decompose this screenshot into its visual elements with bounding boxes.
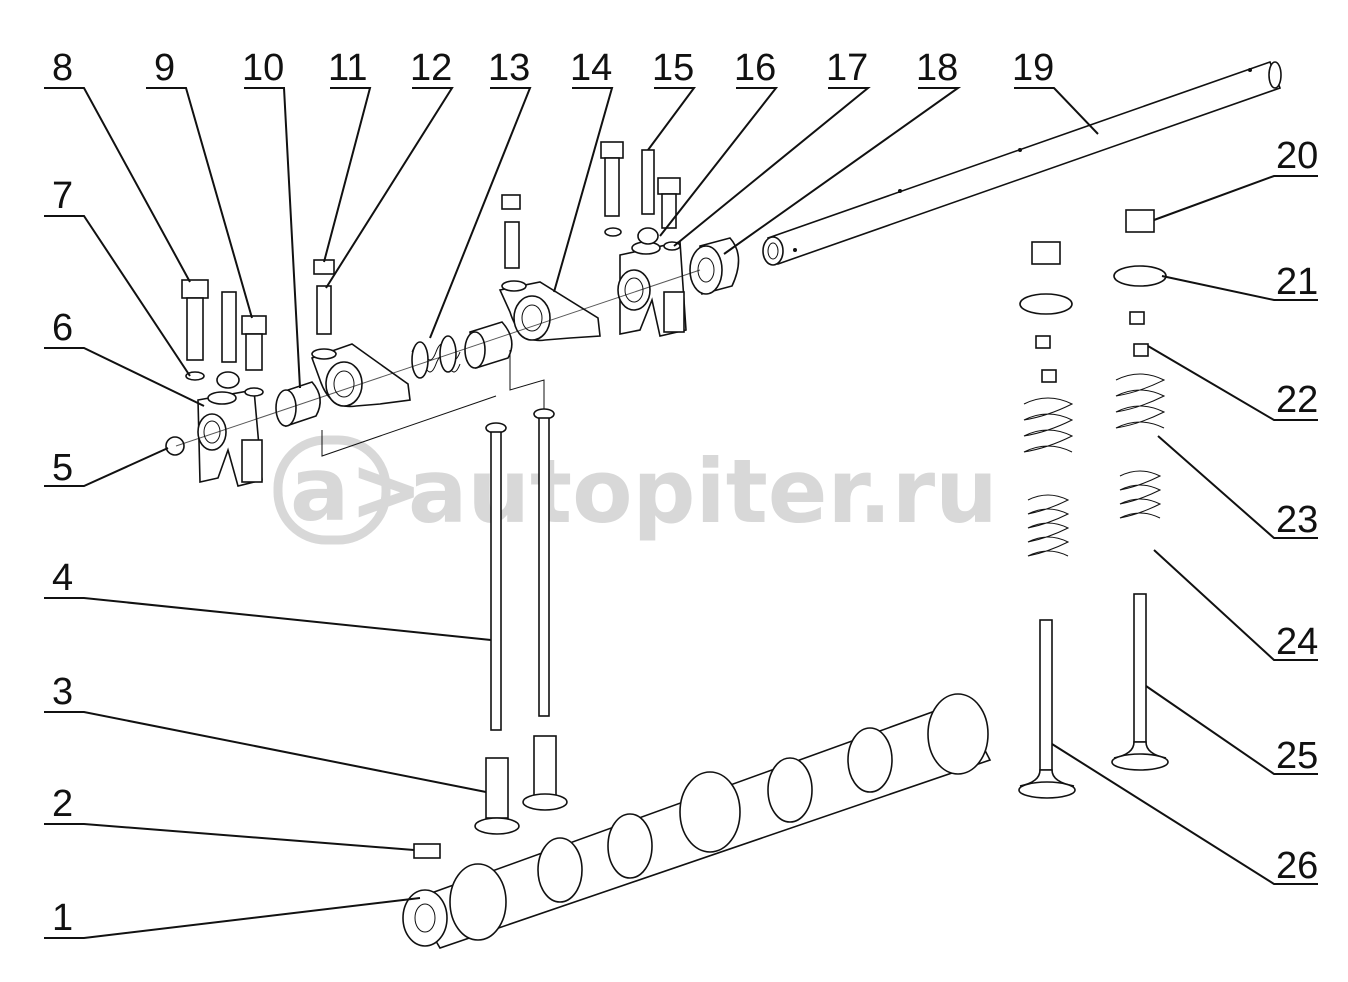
callout-7: 7 <box>52 175 73 217</box>
callout-19: 19 <box>1012 47 1054 89</box>
adjusting-screw-right <box>501 194 521 269</box>
watermark: a> autopiter.ru <box>273 435 998 545</box>
callout-14: 14 <box>570 47 612 89</box>
callout-13: 13 <box>488 47 530 89</box>
rocker-bushing-left <box>275 381 321 428</box>
rocker-bushing-right <box>464 321 513 370</box>
watermark-site: autopiter.ru <box>408 440 998 543</box>
callout-23: 23 <box>1276 499 1318 541</box>
callout-20: 20 <box>1276 135 1318 177</box>
pushrod-axis-left <box>321 395 497 457</box>
callout-10: 10 <box>242 47 284 89</box>
camshaft <box>402 693 992 949</box>
left-rocker-arm <box>310 343 411 408</box>
camshaft-key <box>413 843 441 859</box>
callout-8: 8 <box>52 47 73 89</box>
callout-16: 16 <box>734 47 776 89</box>
assembly-axis <box>175 269 701 447</box>
callout-4: 4 <box>52 557 73 599</box>
callout-22: 22 <box>1276 379 1318 421</box>
callout-11: 11 <box>328 47 367 89</box>
callout-26: 26 <box>1276 845 1318 887</box>
spacer-ring <box>689 237 740 296</box>
callout-labels: 1 2 3 4 5 6 7 8 9 10 11 12 13 14 15 16 1… <box>52 47 1318 939</box>
right-rocker-arm <box>498 280 601 342</box>
valve-assembly-right <box>1111 209 1169 771</box>
callout-21: 21 <box>1276 261 1318 303</box>
valve-assembly-left <box>1018 241 1076 799</box>
callout-15: 15 <box>652 47 694 89</box>
callout-6: 6 <box>52 307 73 349</box>
callout-25: 25 <box>1276 735 1318 777</box>
left-rocker-bracket <box>197 389 263 487</box>
callout-24: 24 <box>1276 621 1318 663</box>
watermark-logo-frame <box>273 435 391 545</box>
callout-3: 3 <box>52 671 73 713</box>
bracket-bolts-right <box>600 141 681 251</box>
callout-2: 2 <box>52 783 73 825</box>
plug <box>165 436 185 456</box>
callout-1: 1 <box>52 897 73 939</box>
callout-18: 18 <box>916 47 958 89</box>
pushrod-axis-right <box>509 350 545 410</box>
shaft-spring <box>411 335 461 379</box>
pushrods <box>485 408 555 731</box>
callout-9: 9 <box>154 47 175 89</box>
tappets <box>474 735 568 835</box>
right-rocker-bracket <box>617 241 687 337</box>
rocker-shaft <box>762 60 1282 266</box>
callout-17: 17 <box>826 47 868 89</box>
callout-12: 12 <box>410 47 452 89</box>
bracket-bolts-left <box>181 279 267 397</box>
watermark-logo: a> <box>290 438 423 541</box>
adjusting-screw-left <box>313 259 335 335</box>
callout-5: 5 <box>52 447 73 489</box>
leader-lines <box>44 87 1318 939</box>
